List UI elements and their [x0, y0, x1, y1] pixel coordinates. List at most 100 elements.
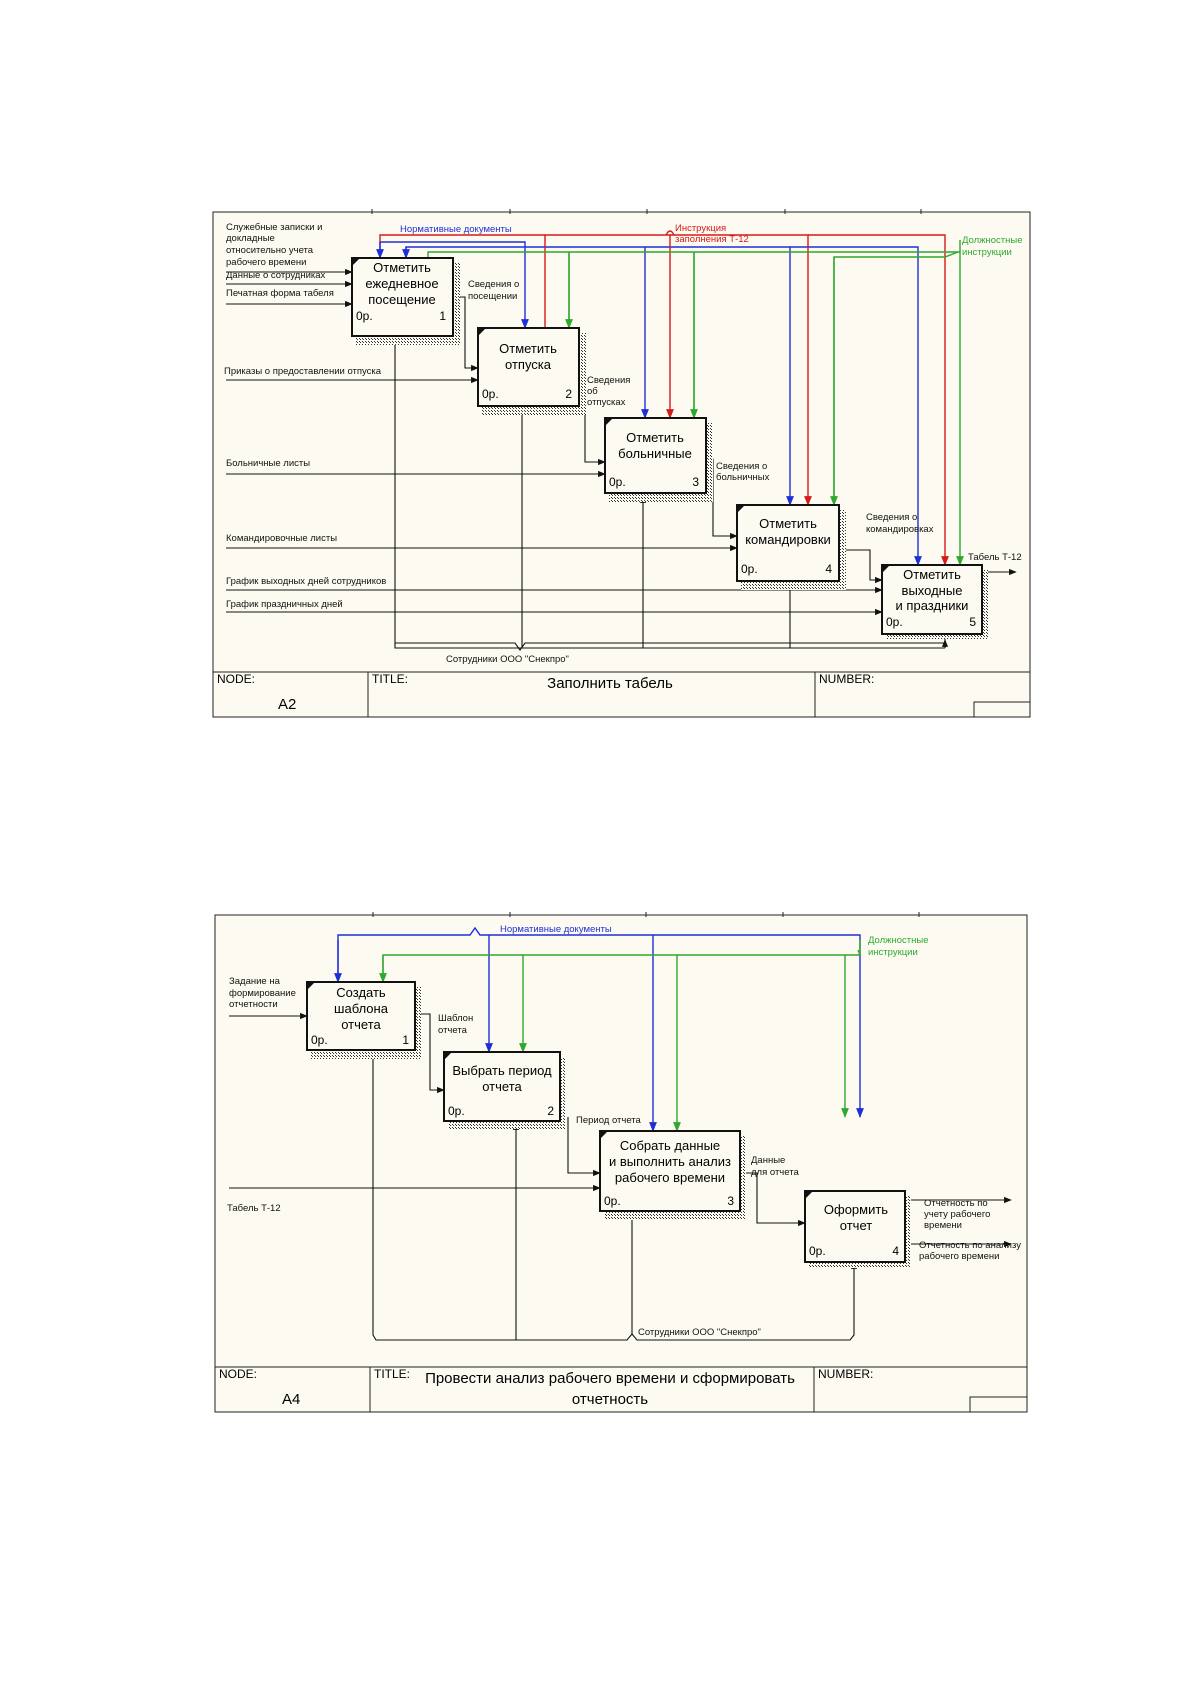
a2-label-employees: Данные о сотрудниках	[226, 270, 326, 281]
a4-label-report-data-1: Данные	[751, 1155, 785, 1166]
a2-box-2-line-2: отпуска	[505, 357, 552, 372]
a4-label-task-2: формирование	[229, 988, 296, 999]
a2-title-label: TITLE:	[372, 672, 408, 686]
a2-label-duties-2: инструкции	[962, 247, 1012, 258]
a2-label-sick-1: Сведения о	[716, 461, 767, 472]
a2-label-weekends: График выходных дней сотрудников	[226, 576, 386, 587]
a2-label-print-form: Печатная форма табеля	[226, 288, 334, 299]
a2-label-vacations-3: отпусках	[587, 397, 626, 408]
a2-label-memo-1: Служебные записки и	[226, 222, 322, 233]
a4-label-normative: Нормативные документы	[500, 924, 612, 935]
a4-box-3[interactable]: Собрать данные и выполнить анализ рабоче…	[599, 1130, 746, 1220]
a4-box-2[interactable]: Выбрать период отчета 0р. 2	[443, 1051, 566, 1129]
a2-box-1-line-1: Отметить	[373, 260, 431, 275]
top-ticks	[371, 209, 922, 214]
a2-label-normative: Нормативные документы	[400, 224, 512, 235]
a2-box-1-line-2: ежедневное	[365, 276, 438, 291]
a4-title-line-1: Провести анализ рабочего времени и сформ…	[425, 1370, 795, 1387]
a4-label-out-accounting-3: времени	[924, 1220, 962, 1231]
a4-box-4-line-1: Оформить	[824, 1202, 888, 1217]
a2-box-5[interactable]: Отметить выходные и праздники 0р. 5	[881, 564, 988, 639]
a2-title-block: NODE: A2 TITLE: Заполнить табель NUMBER:	[212, 671, 1031, 718]
a4-box-1-line-3: отчета	[341, 1017, 381, 1032]
a2-box-3-line-2: больничные	[618, 446, 692, 461]
a2-box-3-cost: 0р.	[609, 475, 626, 489]
a2-box-1-line-3: посещение	[368, 292, 435, 307]
a2-node-label: NODE:	[217, 672, 255, 686]
a2-box-4-line-2: командировки	[745, 532, 831, 547]
a2-control-normative	[376, 241, 922, 566]
a2-box-2-cost: 0р.	[482, 387, 499, 401]
a4-title-line-2: отчетность	[572, 1391, 648, 1408]
a2-control-instruction	[379, 230, 949, 566]
a4-box-3-num: 3	[727, 1194, 734, 1208]
a4-control-duties	[379, 940, 862, 1132]
a2-box-3-num: 3	[692, 475, 699, 489]
a4-label-out-accounting-2: учету рабочего	[924, 1209, 990, 1220]
a4-box-1-cost: 0р.	[311, 1033, 328, 1047]
a2-box-4-cost: 0р.	[741, 562, 758, 576]
a4-node-value: A4	[282, 1391, 300, 1408]
a4-label-report-data-2: для отчета	[751, 1167, 799, 1178]
a2-box-5-line-3: и праздники	[896, 598, 969, 613]
a4-label-out-analysis-2: рабочего времени	[919, 1251, 999, 1262]
a2-box-4-line-1: Отметить	[759, 516, 817, 531]
a4-box-4-cost: 0р.	[809, 1244, 826, 1258]
a2-label-instruction-1: Инструкция	[675, 223, 726, 234]
a4-label-template-1: Шаблон	[438, 1013, 473, 1024]
a4-box-2-line-1: Выбрать период	[452, 1063, 552, 1078]
a4-label-task-3: отчетности	[229, 999, 278, 1010]
a4-label-task-1: Задание на	[229, 976, 281, 987]
a4-label-template-2: отчета	[438, 1025, 468, 1036]
a2-box-5-cost: 0р.	[886, 615, 903, 629]
a4-box-4-line-2: отчет	[840, 1218, 872, 1233]
a2-label-duties-1: Должностные	[962, 235, 1023, 246]
a2-label-travel-sheets: Командировочные листы	[226, 533, 337, 544]
a2-box-1-num: 1	[439, 309, 446, 323]
a4-node-label: NODE:	[219, 1367, 257, 1381]
a2-box-2-line-1: Отметить	[499, 341, 557, 356]
a2-box-5-line-2: выходные	[902, 583, 963, 598]
a2-box-4-num: 4	[825, 562, 832, 576]
a4-box-2-line-2: отчета	[482, 1079, 522, 1094]
a4-box-3-line-3: рабочего времени	[615, 1170, 725, 1185]
a4-label-out-accounting-1: Отчетность по	[924, 1198, 988, 1209]
a4-box-1[interactable]: Создать шаблона отчета 0р. 1	[306, 981, 421, 1059]
a4-box-4-num: 4	[892, 1244, 899, 1258]
a4-label-out-analysis-1: Отчетность по анализу	[919, 1240, 1021, 1251]
a4-box-1-num: 1	[402, 1033, 409, 1047]
a2-box-1[interactable]: Отметить ежедневное посещение 0р. 1	[351, 257, 460, 345]
a4-box-3-line-1: Собрать данные	[620, 1138, 720, 1153]
a2-box-3[interactable]: Отметить больничные 0р. 3	[604, 417, 713, 502]
a2-control-duties	[427, 240, 964, 566]
a4-box-1-line-2: шаблона	[334, 1001, 389, 1016]
a4-box-4[interactable]: Оформить отчет 0р. 4	[804, 1122, 911, 1270]
a2-label-vacations-1: Сведения	[587, 375, 630, 386]
a2-box-5-line-1: Отметить	[903, 567, 961, 582]
top-ticks-a4	[372, 912, 920, 917]
a4-title-label: TITLE:	[374, 1367, 410, 1381]
a2-box-1-cost: 0р.	[356, 309, 373, 323]
a4-box-2-num: 2	[547, 1104, 554, 1118]
diagram-a2: Отметить ежедневное посещение 0р. 1 Отме…	[212, 209, 1031, 718]
a4-label-duties-1: Должностные	[868, 935, 929, 946]
a4-label-tabel: Табель Т-12	[227, 1203, 281, 1214]
a2-label-vacation-orders: Приказы о предоставлении отпуска	[224, 366, 382, 377]
a2-box-5-num: 5	[969, 615, 976, 629]
a2-label-sick-2: больничных	[716, 472, 770, 483]
a2-label-memo-2: докладные	[226, 233, 275, 244]
a2-label-memo-3: относительно учета	[226, 245, 314, 256]
a2-label-attendance-2: посещении	[468, 291, 517, 302]
a4-label-period: Период отчета	[576, 1115, 642, 1126]
a2-box-2[interactable]: Отметить отпуска 0р. 2	[477, 327, 586, 415]
a2-box-4[interactable]: Отметить командировки 0р. 4	[736, 504, 846, 590]
a2-node-value: A2	[278, 696, 296, 713]
a2-label-sick-leaves: Больничные листы	[226, 458, 310, 469]
a4-box-3-line-2: и выполнить анализ	[609, 1154, 731, 1169]
a4-flows	[229, 1012, 1012, 1341]
a2-box-2-num: 2	[565, 387, 572, 401]
a2-label-holidays: График праздничных дней	[226, 599, 343, 610]
a4-box-1-line-1: Создать	[336, 985, 386, 1000]
a2-box-3-line-1: Отметить	[626, 430, 684, 445]
